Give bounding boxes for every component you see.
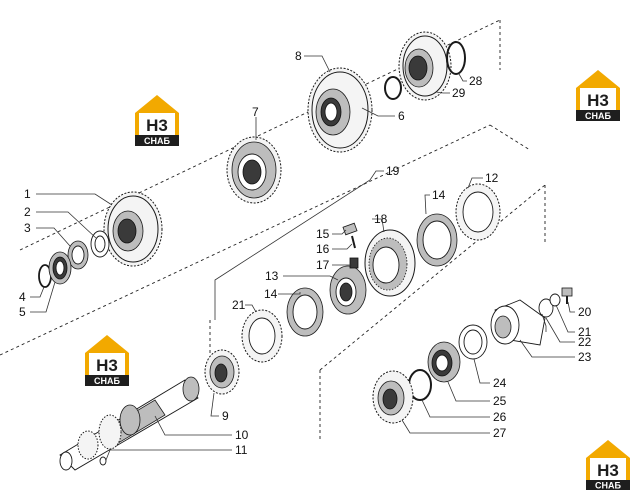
detent-17 [349,257,359,269]
spring-16 [351,235,356,249]
bearing-5 [48,251,72,285]
callout-28: 28 [469,74,483,88]
callout-2: 2 [24,205,31,219]
washer-21 [549,293,561,307]
logo-caption: СНАБ [94,376,120,386]
callout-8: 8 [295,49,302,63]
bolt-20 [561,287,573,304]
synchronizer-7 [226,136,282,204]
bearing-25 [427,341,461,383]
main-shaft-10 [59,376,200,471]
logo-mark: H3 [146,116,168,135]
gear-1 [103,191,163,267]
callout-27: 27 [493,426,507,440]
logo-top-left: H3 СНАБ [135,95,179,146]
synchro-ring-12 [455,183,501,241]
logo-mark: H3 [597,461,619,480]
synchro-hub-13 [329,265,367,315]
logo-caption: СНАБ [585,111,611,121]
callout-22: 22 [578,335,592,349]
leader-lines [30,55,575,461]
callout-14-lower: 14 [264,287,278,301]
gear-9 [204,349,240,395]
callout-19: 19 [386,164,400,178]
sliding-sleeve-18 [364,229,416,297]
snap-ring-6 [384,76,402,100]
logo-top-right: H3 СНАБ [576,70,620,121]
callout-12: 12 [485,171,499,185]
cone-ring-14-upper [416,213,458,267]
callout-25: 25 [493,394,507,408]
callout-7: 7 [252,105,259,119]
callout-14-upper: 14 [432,188,446,202]
callout-21-left: 21 [232,298,246,312]
callout-17: 17 [316,258,330,272]
synchro-ring-21 [241,309,283,363]
dashed-assembly-frames [0,19,546,440]
callout-5: 5 [19,305,26,319]
logo-mark: H3 [587,91,609,110]
needle-bearing-3 [67,240,89,270]
gear-29 [398,31,452,101]
gear-27 [372,370,414,424]
logo-caption: СНАБ [595,481,621,491]
cone-ring-14-lower [286,287,324,337]
callout-9: 9 [222,409,229,423]
callout-11: 11 [235,443,248,457]
logo-caption: СНАБ [144,136,170,146]
flange-23 [490,299,546,346]
callout-1: 1 [24,187,31,201]
callout-21-right: 21 [578,325,592,339]
callout-29: 29 [452,86,466,100]
callout-20: 20 [578,305,592,319]
snap-ring-28 [446,41,466,75]
callout-26: 26 [493,410,507,424]
gear-8 [307,67,373,153]
key-15 [342,222,358,236]
callout-10: 10 [235,428,249,442]
callout-16: 16 [316,242,330,256]
pin-11 [99,456,107,466]
seal-24 [458,324,488,360]
callout-15: 15 [316,227,330,241]
callout-labels: 1 2 3 4 5 6 7 8 9 10 11 12 13 14 14 15 1… [19,49,592,457]
callout-23: 23 [578,350,592,364]
washer-2-hole [94,235,106,253]
logo-mid-left: H3 СНАБ [85,335,129,386]
logo-bottom-right: H3 СНАБ [586,440,630,491]
callout-18: 18 [374,212,388,226]
logo-mark: H3 [96,356,118,375]
callout-6: 6 [398,109,405,123]
callout-3: 3 [24,221,31,235]
callout-24: 24 [493,376,507,390]
callout-4: 4 [19,290,26,304]
callout-13: 13 [265,269,279,283]
washer-22 [538,298,554,318]
